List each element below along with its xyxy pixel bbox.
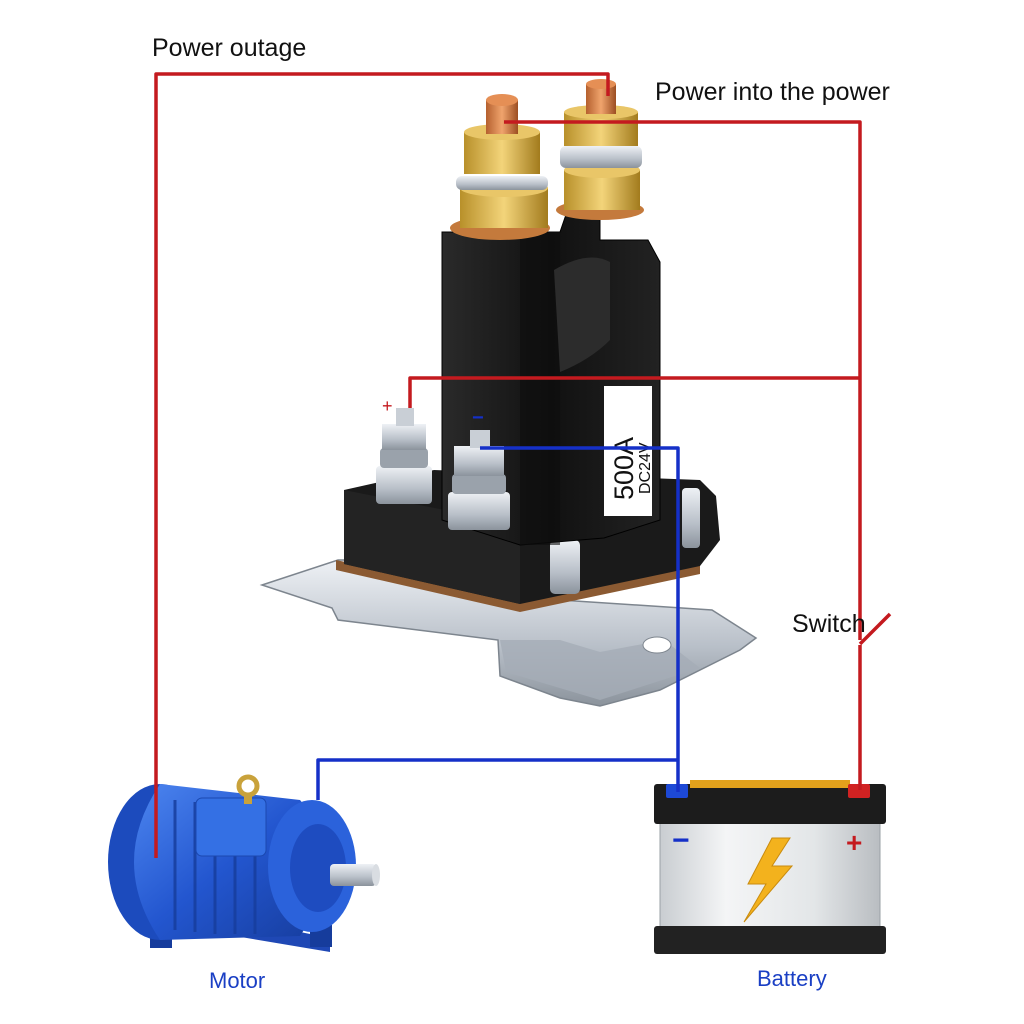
- relay-coil-terminal-positive: [376, 408, 432, 504]
- bracket-hole: [642, 636, 672, 654]
- coil-plus-sign: +: [382, 396, 393, 416]
- relay-main-terminal-left: [450, 94, 550, 240]
- relay-voltage-text: DC24V: [637, 442, 654, 494]
- label-battery: Battery: [757, 966, 827, 991]
- motor-terminal-box: [195, 797, 267, 857]
- wire-power-into: [504, 120, 862, 640]
- relay-side-clip: [682, 488, 700, 548]
- label-motor: Motor: [209, 968, 265, 993]
- battery-bottom: [654, 926, 886, 954]
- negative-wires: [316, 446, 680, 800]
- coil-minus-sign: −: [472, 407, 484, 429]
- battery: − +: [654, 780, 886, 954]
- battery-top: [654, 784, 886, 824]
- lightning-bolt-icon: [743, 837, 794, 923]
- battery-positive-sign: +: [846, 827, 862, 858]
- battery-negative-sign: −: [672, 824, 690, 857]
- wire-motor-negative: [316, 758, 678, 800]
- motor: [108, 774, 380, 952]
- wire-coil-positive: [408, 376, 860, 408]
- motor-lifting-eye: [236, 774, 260, 798]
- relay-rating-label: [604, 386, 652, 516]
- battery-positive-terminal: [848, 784, 870, 798]
- relay-coil-terminal-negative: [448, 430, 510, 530]
- wire-coil-negative: [480, 446, 680, 792]
- relay-main-terminal-right: [556, 79, 644, 220]
- relay-solenoid: 500A DC24V: [259, 79, 758, 707]
- motor-shaft: [330, 864, 376, 886]
- wire-power-outage: [154, 72, 610, 858]
- positive-wires: [154, 72, 862, 858]
- switch: [858, 612, 892, 646]
- switch-lever: [858, 612, 892, 646]
- label-switch: Switch: [792, 610, 866, 638]
- label-power-into: Power into the power: [655, 78, 890, 106]
- label-power-outage: Power outage: [152, 34, 306, 62]
